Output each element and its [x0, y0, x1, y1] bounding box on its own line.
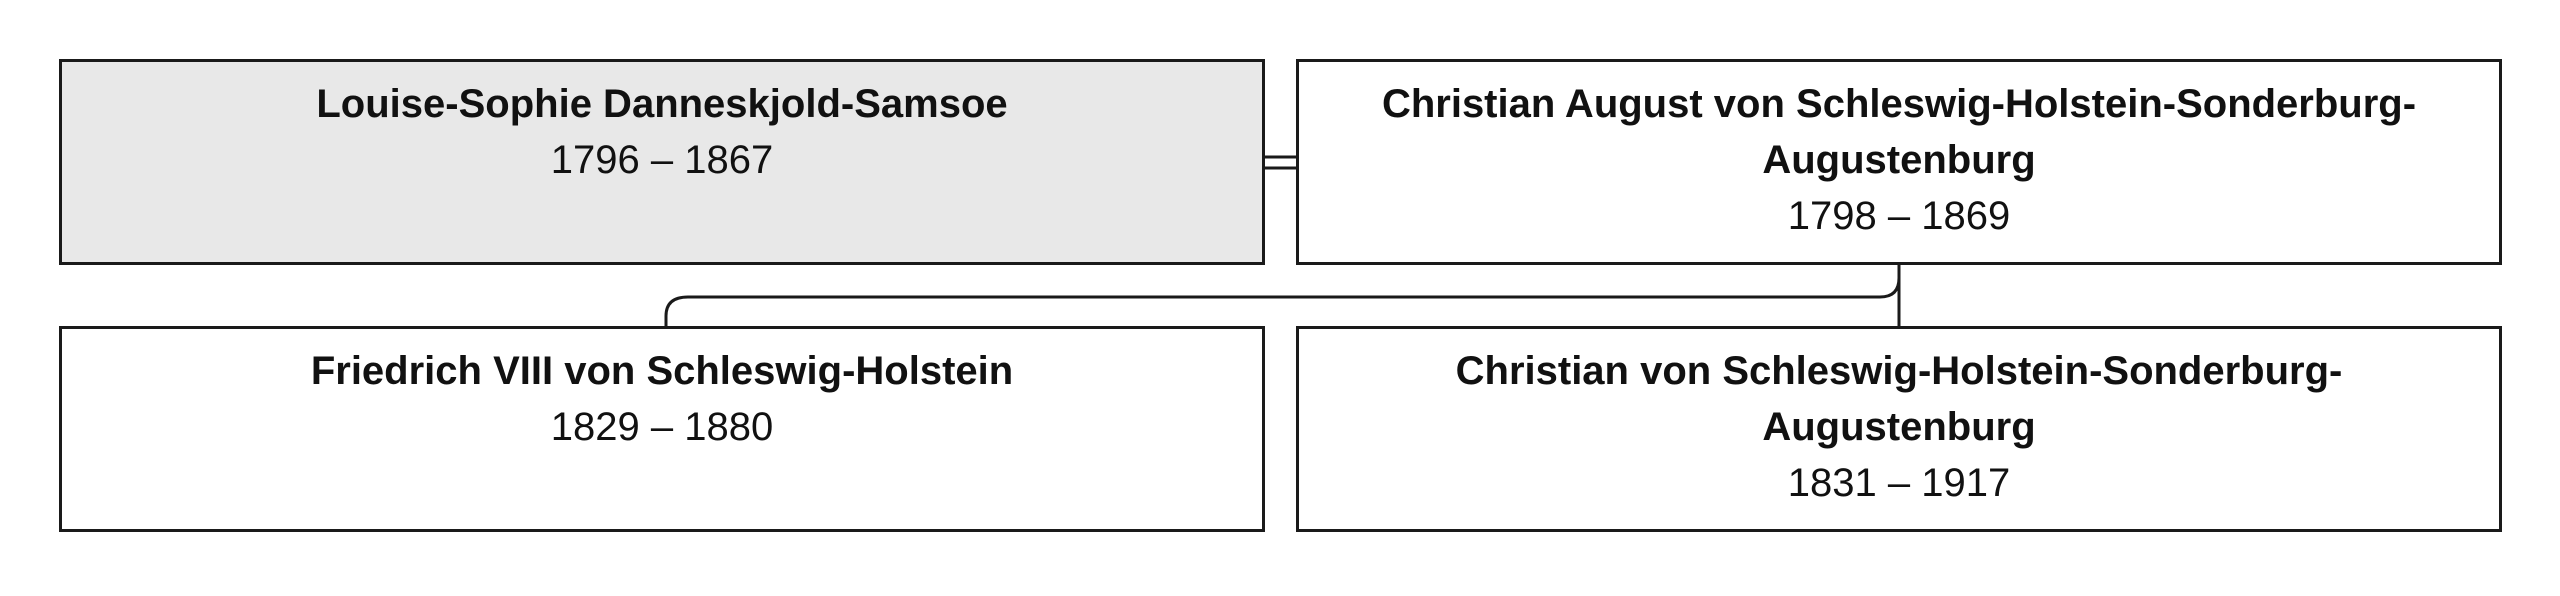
person-name: Christian von Schleswig-Holstein-Sonderb…	[1455, 349, 2343, 449]
person-name: Friedrich VIII von Schleswig-Holstein	[310, 349, 1014, 393]
person-dates: 1796 – 1867	[550, 138, 774, 182]
person-dates: 1831 – 1917	[1787, 461, 2011, 505]
person-box-friedrich[interactable]: Friedrich VIII von Schleswig-Holstein 18…	[59, 326, 1265, 532]
person-dates: 1829 – 1880	[550, 405, 774, 449]
person-box-christian[interactable]: Christian von Schleswig-Holstein-Sonderb…	[1296, 326, 2502, 532]
person-name: Louise-Sophie Danneskjold-Samsoe	[316, 82, 1008, 126]
person-box-louise[interactable]: Louise-Sophie Danneskjold-Samsoe 1796 – …	[59, 59, 1265, 265]
person-name: Christian August von Schleswig-Holstein-…	[1381, 82, 2417, 182]
descent-line-friedrich	[664, 265, 1901, 326]
person-dates: 1798 – 1869	[1787, 194, 2011, 238]
person-box-christian-august[interactable]: Christian August von Schleswig-Holstein-…	[1296, 59, 2502, 265]
